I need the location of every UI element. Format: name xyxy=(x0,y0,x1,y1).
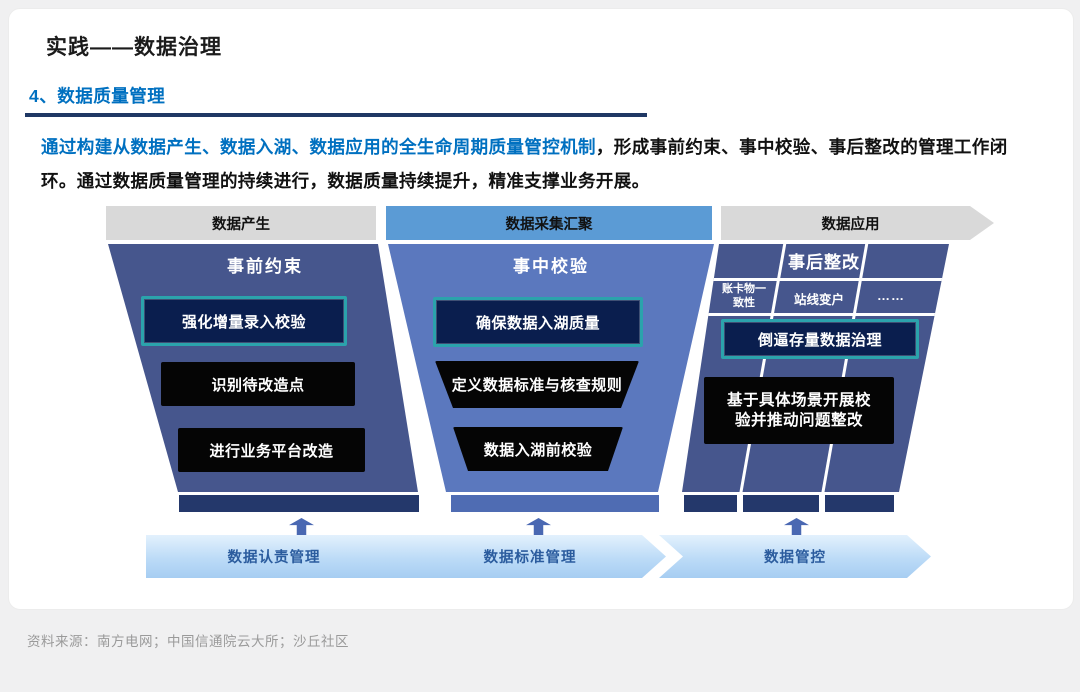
foundation-label: 数据管控 xyxy=(764,550,826,566)
item-label: 强化增量录入校验 xyxy=(181,313,306,331)
item-label: 进行业务平台改造 xyxy=(209,442,334,460)
foundation-label: 数据认责管理 xyxy=(227,550,321,566)
funnel-bottom-lip xyxy=(451,495,659,512)
item-label: 数据入湖前校验 xyxy=(483,441,593,459)
funnel-item: 基于具体场景开展校验并推动问题整改 xyxy=(704,377,894,444)
foundation-bar-standard: 数据标准管理 xyxy=(394,535,666,578)
scenario-cell: 站线变户 xyxy=(793,293,844,307)
item-label: 确保数据入湖质量 xyxy=(475,314,600,332)
funnel-pre-constraint: 事前约束 强化增量录入校验 识别待改造点 进行业务平台改造 xyxy=(108,244,422,492)
funnel-item: 数据入湖前校验 xyxy=(453,427,623,471)
funnel-item: 识别待改造点 xyxy=(161,362,355,406)
up-arrow-icon xyxy=(526,518,551,535)
funnel-bottom-lip xyxy=(825,495,894,512)
funnel-title: 事后整改 xyxy=(788,253,860,272)
foundation-bar-responsibility: 数据认责管理 xyxy=(146,535,422,578)
funnel-title: 事中校验 xyxy=(513,257,589,276)
item-label: 定义数据标准与核查规则 xyxy=(451,377,623,394)
foundation-label: 数据标准管理 xyxy=(483,550,577,566)
funnel-shape xyxy=(679,244,949,492)
funnel-item-highlight: 确保数据入湖质量 xyxy=(433,297,643,347)
funnel-item: 定义数据标准与核查规则 xyxy=(435,361,639,408)
intro-highlight: 通过构建从数据产生、数据入湖、数据应用的全生命周期质量管控机制 xyxy=(41,137,596,157)
scenario-cell: 账卡物一致性 xyxy=(722,283,766,309)
funnel-bottom-lip xyxy=(684,495,737,512)
up-arrow-icon xyxy=(289,518,314,535)
page-title: 实践——数据治理 xyxy=(46,36,222,59)
funnel-item-highlight: 强化增量录入校验 xyxy=(141,296,347,346)
source-note: 资料来源：南方电网；中国信通院云大所；沙丘社区 xyxy=(27,634,349,649)
slide-card: 实践——数据治理 4、数据质量管理 通过构建从数据产生、数据入湖、数据应用的全生… xyxy=(8,8,1074,610)
foundation-bar-control: 数据管控 xyxy=(659,535,931,578)
funnel-in-process-check: 事中校验 确保数据入湖质量 定义数据标准与核查规则 数据入湖前校验 xyxy=(388,244,714,492)
scenario-cell-more: …… xyxy=(877,288,905,303)
funnel-post-remediation: 事后整改 账卡物一致性 站线变户 …… 倒逼存量数据治理 基于具体场景开展校验并… xyxy=(679,244,949,492)
grid-row-separator xyxy=(679,278,949,281)
funnel-item: 进行业务平台改造 xyxy=(178,428,365,472)
funnel-title: 事前约束 xyxy=(227,257,303,276)
intro-paragraph: 通过构建从数据产生、数据入湖、数据应用的全生命周期质量管控机制，形成事前约束、事… xyxy=(41,130,1043,198)
item-label: 识别待改造点 xyxy=(211,376,305,394)
grid-row-separator xyxy=(679,313,949,316)
stage-label: 数据产生 xyxy=(212,216,270,233)
up-arrow-icon xyxy=(784,518,809,535)
stage-header-data-application: 数据应用 xyxy=(721,206,994,240)
stage-label: 数据应用 xyxy=(821,216,880,233)
intro-rest: ，形成事前约束、事中校验、事后整改的管理工作闭环。通过数据质量管理的持续进行，数… xyxy=(41,137,1008,191)
section-heading: 4、数据质量管理 xyxy=(29,86,166,106)
item-label: 基于具体场景开展校验并推动问题整改 xyxy=(726,391,871,429)
stage-header-data-production: 数据产生 xyxy=(106,206,376,240)
stage-label: 数据采集汇聚 xyxy=(505,216,593,233)
funnel-bottom-lip xyxy=(179,495,419,512)
funnel-item-highlight: 倒逼存量数据治理 xyxy=(721,319,919,359)
stage-header-data-collection: 数据采集汇聚 xyxy=(386,206,712,240)
heading-underline xyxy=(25,113,647,117)
item-label: 倒逼存量数据治理 xyxy=(757,331,882,349)
funnel-bottom-lip xyxy=(743,495,819,512)
